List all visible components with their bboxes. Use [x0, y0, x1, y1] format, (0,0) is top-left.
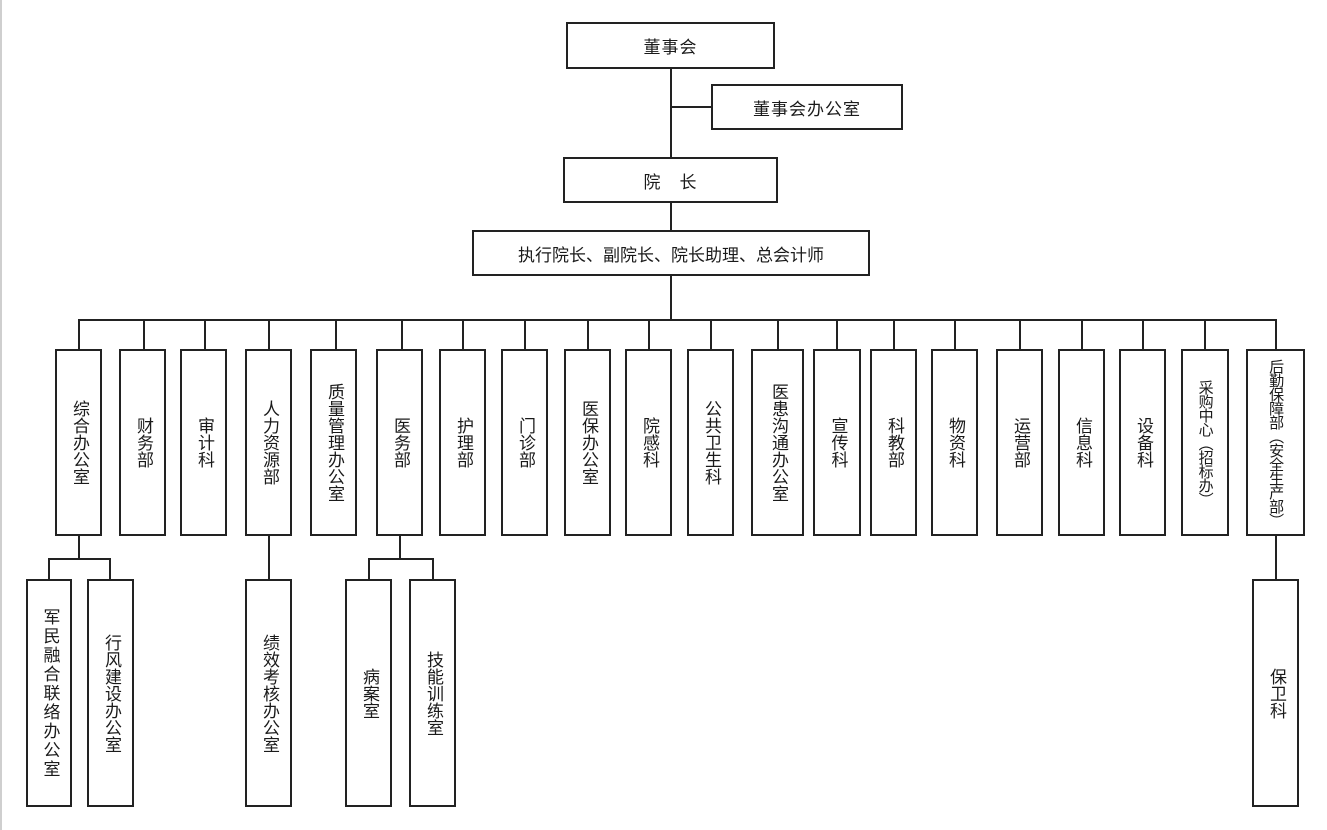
connector [587, 320, 589, 350]
connector [1142, 320, 1144, 350]
connector [670, 203, 672, 231]
dept-node-renli: 人力资源部 [245, 349, 292, 536]
connector [524, 320, 526, 350]
dept-node-houqin: 后勤保障部（安全生产部） [1246, 349, 1305, 536]
dept-node-huli: 护理部 [439, 349, 486, 536]
board-node: 董事会 [566, 22, 775, 69]
dept-node-shenji: 审计科 [180, 349, 227, 536]
president-node: 院 长 [563, 157, 778, 203]
connector [78, 320, 80, 350]
dept-node-kejiao: 科教部 [870, 349, 917, 536]
connector [78, 319, 1277, 321]
connector [670, 106, 712, 108]
sub-node-junmin: 军民融合联络办公室 [26, 579, 72, 807]
connector [399, 535, 401, 559]
connector [462, 320, 464, 350]
sub-node-jineng: 技能训练室 [409, 579, 456, 807]
connector [368, 558, 434, 560]
dept-node-zhiliang: 质量管理办公室 [310, 349, 357, 536]
sub-node-xingfeng: 行风建设办公室 [87, 579, 134, 807]
connector [204, 320, 206, 350]
dept-node-menzhen: 门诊部 [501, 349, 548, 536]
connector [836, 320, 838, 350]
executives-node: 执行院长、副院长、院长助理、总会计师 [472, 230, 870, 276]
connector [268, 320, 270, 350]
connector [1204, 320, 1206, 350]
connector [143, 320, 145, 350]
connector [670, 276, 672, 320]
left-border [0, 0, 2, 830]
dept-node-zonghe: 综合办公室 [55, 349, 102, 536]
connector [893, 320, 895, 350]
sub-node-baowei: 保卫科 [1252, 579, 1299, 807]
connector [48, 558, 111, 560]
connector [1275, 535, 1277, 580]
board-office-node: 董事会办公室 [711, 84, 903, 130]
connector [1019, 320, 1021, 350]
connector [1081, 320, 1083, 350]
sub-node-jixiao: 绩效考核办公室 [245, 579, 292, 807]
dept-node-yihuan: 医患沟通办公室 [751, 349, 804, 536]
dept-node-yunying: 运营部 [996, 349, 1043, 536]
dept-node-caiwu: 财务部 [119, 349, 166, 536]
connector [432, 558, 434, 580]
connector [401, 320, 403, 350]
connector [1275, 320, 1277, 350]
dept-node-xuanchuan: 宣传科 [813, 349, 861, 536]
dept-node-caigou: 采购中心（招标办） [1181, 349, 1229, 536]
dept-node-wuzi: 物资科 [931, 349, 978, 536]
dept-node-yibao: 医保办公室 [564, 349, 611, 536]
connector [368, 558, 370, 580]
connector [670, 68, 672, 158]
connector [78, 535, 80, 559]
dept-node-xinxi: 信息科 [1058, 349, 1105, 536]
connector [954, 320, 956, 350]
connector [109, 558, 111, 580]
connector [710, 320, 712, 350]
connector [335, 320, 337, 350]
connector [648, 320, 650, 350]
dept-node-gonggong: 公共卫生科 [687, 349, 734, 536]
sub-node-bingan: 病案室 [345, 579, 392, 807]
dept-node-shebei: 设备科 [1119, 349, 1166, 536]
connector [48, 558, 50, 580]
dept-node-yiwu: 医务部 [376, 349, 423, 536]
dept-node-yuangan: 院感科 [625, 349, 672, 536]
connector [268, 535, 270, 580]
connector [777, 320, 779, 350]
